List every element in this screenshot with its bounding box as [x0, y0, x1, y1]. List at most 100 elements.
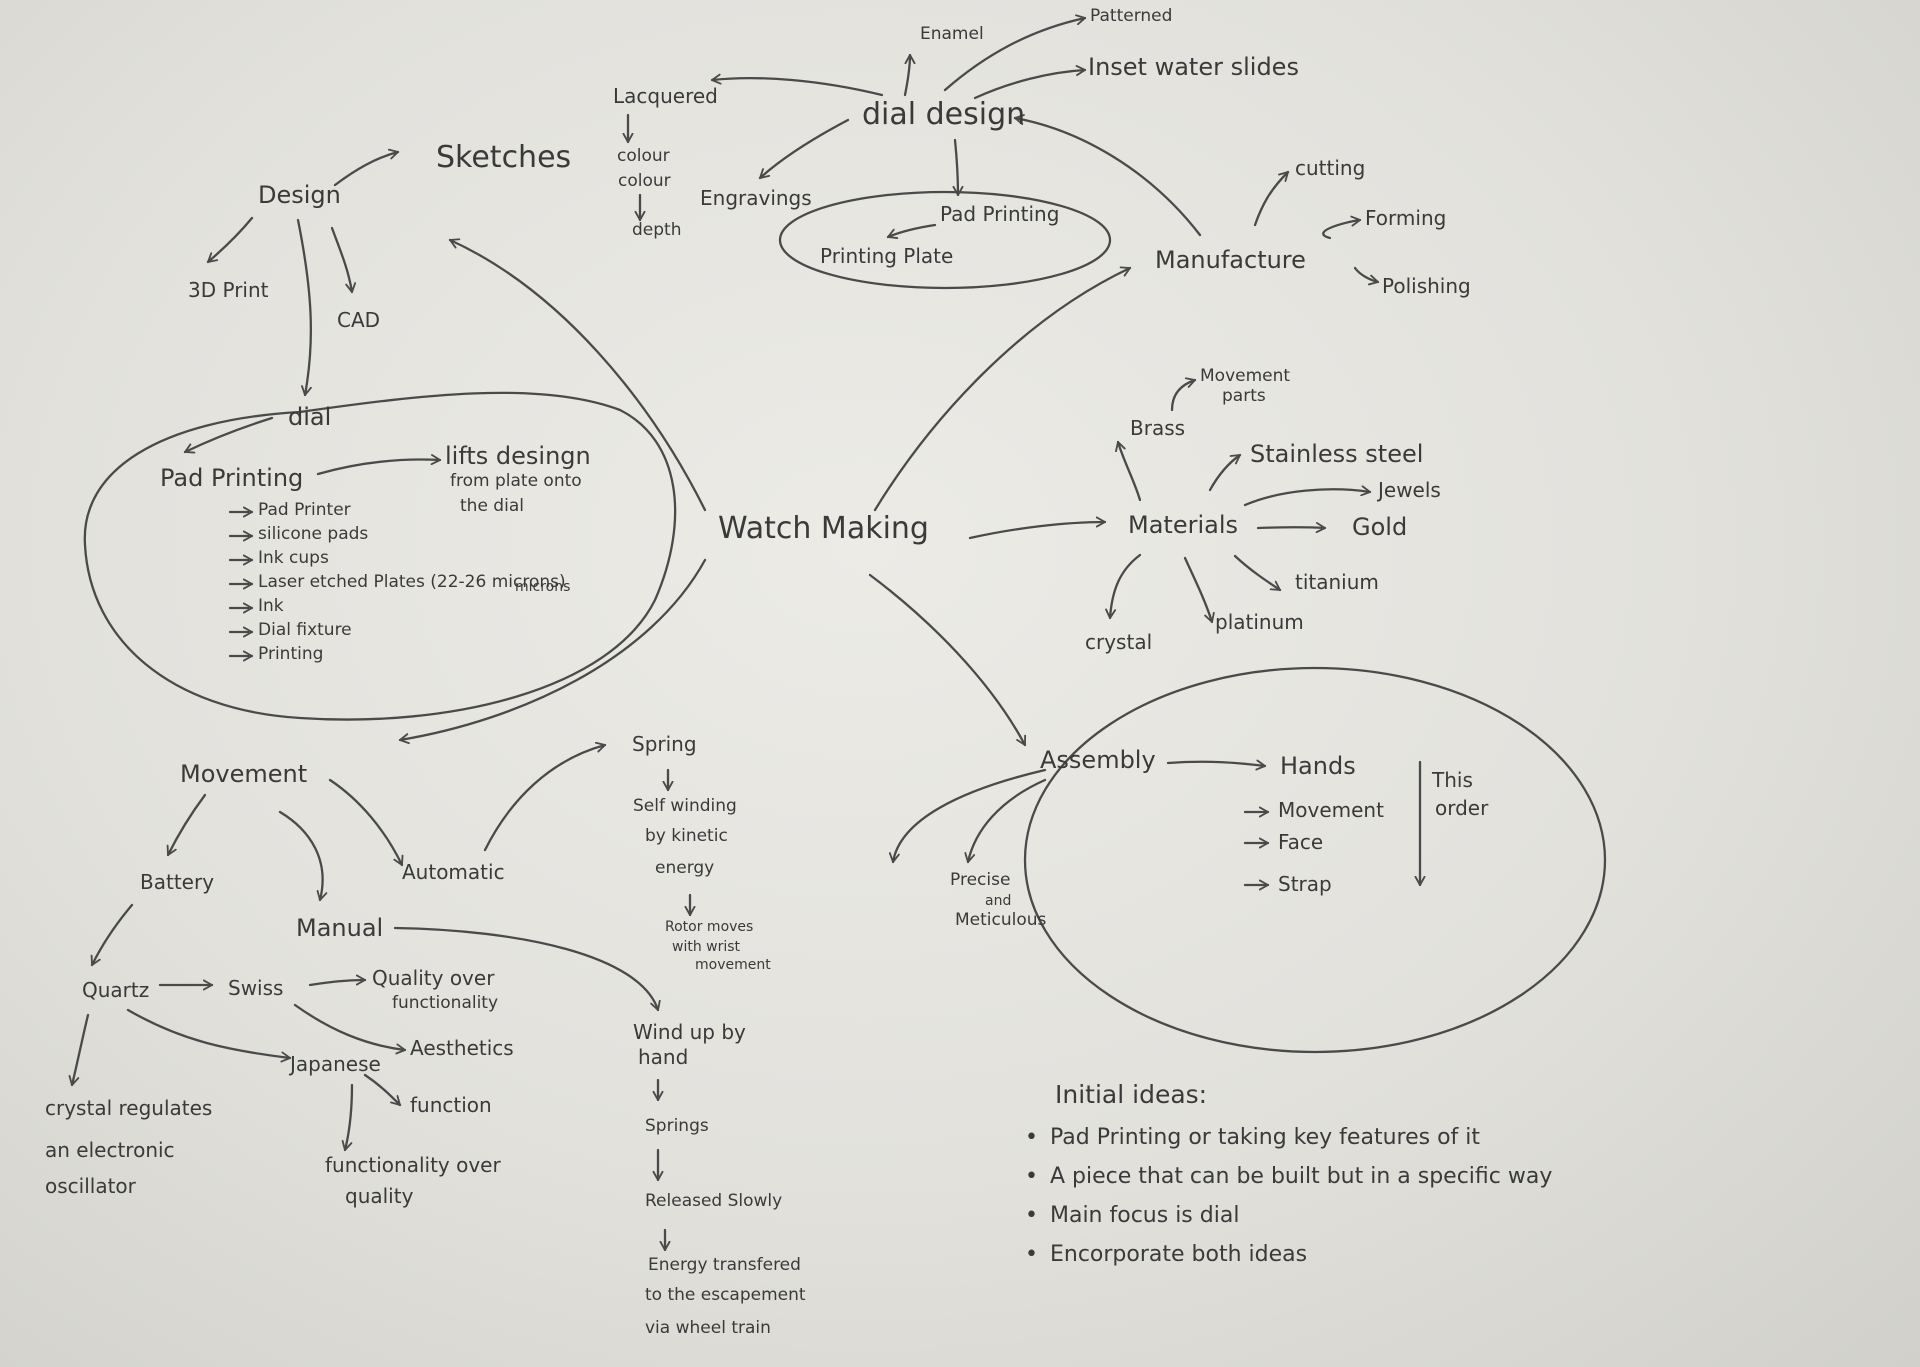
node-asm-movement: Movement	[1278, 798, 1384, 822]
node-dial-design: dial design	[862, 97, 1026, 132]
node-cad: CAD	[337, 308, 381, 332]
node-sketches: Sketches	[436, 140, 572, 175]
arrow-japanese-function	[363, 1073, 402, 1107]
assembly-loop	[1023, 666, 1607, 1054]
node-lifts-design: lifts desingn	[445, 442, 591, 470]
arrow-manual-windup	[393, 926, 661, 1012]
node-enamel: Enamel	[920, 24, 984, 44]
arrow-dialdesign-enamel	[903, 53, 916, 97]
node-rotor: Rotor moves	[665, 919, 754, 935]
node-brass: Brass	[1130, 416, 1186, 440]
arrow-design-sketches	[333, 148, 400, 187]
node-precise-line3: Meticulous	[955, 910, 1047, 930]
arrow-materials-crystal	[1105, 553, 1142, 620]
arrow-dialdesign-padprinting	[952, 138, 964, 197]
arrow-dialdesign-lacquered	[710, 73, 884, 97]
node-hands: Hands	[1280, 752, 1356, 780]
arrow-swiss-aesthetics	[293, 1003, 407, 1055]
arrow-quartz-japanese	[126, 1008, 292, 1063]
arrow-manufacture-dialdesign	[1013, 114, 1202, 237]
arrow-watchmaking-design	[448, 238, 707, 512]
initial-ideas: Initial ideas: Pad Printing or taking ke…	[1025, 1080, 1552, 1281]
dial-loop	[83, 391, 677, 721]
arrow-watchmaking-assembly	[868, 573, 1027, 747]
node-lacquered: Lacquered	[613, 84, 718, 108]
node-watch-making: Watch Making	[718, 511, 929, 546]
arrow-assembly-precise	[964, 778, 1047, 864]
arrow-materials-gold	[1256, 522, 1327, 534]
idea-item: Pad Printing or taking key features of i…	[1025, 1125, 1552, 1150]
node-dial: dial	[288, 403, 332, 431]
arrow-quartz-crystal	[68, 1013, 90, 1087]
node-released-slowly: Released Slowly	[645, 1191, 783, 1211]
arrow-swiss-quality	[308, 974, 367, 987]
arrow-battery-quartz	[90, 903, 134, 967]
node-self-winding: Self winding	[633, 796, 737, 816]
node-pad-printing: Pad Printing	[160, 464, 304, 492]
node-this-order-line2: order	[1435, 796, 1489, 820]
pad-list-item: Dial fixture	[258, 620, 352, 640]
node-battery: Battery	[140, 870, 215, 894]
node-energy-line2: to the escapement	[645, 1285, 806, 1305]
node-rotor-line3: movement	[695, 957, 771, 973]
node-functionality: functionality over	[325, 1153, 501, 1177]
node-asm-strap: Strap	[1278, 872, 1332, 896]
node-precise-line2: and	[985, 893, 1012, 909]
node-platinum: platinum	[1215, 610, 1304, 634]
pad-list-item: Pad Printer	[258, 500, 351, 520]
node-depth: depth	[632, 220, 682, 240]
node-inset-water-slides: Inset water slides	[1088, 53, 1299, 81]
arrow-watchmaking-movement	[398, 558, 707, 745]
pad-list-item: silicone pads	[258, 524, 369, 544]
node-function: function	[410, 1093, 492, 1117]
node-spring: Spring	[632, 732, 697, 756]
node-energy-line3: via wheel train	[645, 1318, 771, 1338]
node-lifts-design-line3: the dial	[460, 496, 524, 516]
arrow-padprinting-plate	[886, 223, 937, 239]
idea-item: Main focus is dial	[1025, 1203, 1552, 1228]
node-movement: Movement	[180, 760, 308, 788]
arrow-materials-brass	[1115, 440, 1142, 502]
node-aesthetics: Aesthetics	[410, 1036, 514, 1060]
arrow-assembly-left	[888, 768, 1047, 864]
node-springs: Springs	[645, 1116, 709, 1136]
node-titanium: titanium	[1295, 570, 1379, 594]
arrow-padprinting-lifts	[316, 454, 442, 476]
node-polishing: Polishing	[1382, 274, 1471, 298]
pad-list-item: Printing	[258, 644, 324, 664]
node-design: Design	[258, 181, 341, 209]
node-crystal-regulates-line2: an electronic	[45, 1138, 175, 1162]
arrow-assembly-hands	[1166, 759, 1267, 771]
node-lacquered-strike: colour	[617, 146, 670, 166]
node-wind-up: Wind up by	[633, 1020, 746, 1044]
idea-item: Encorporate both ideas	[1025, 1242, 1552, 1267]
pad-list-item: Ink	[258, 596, 284, 616]
node-crystal-regulates-line3: oscillator	[45, 1174, 136, 1198]
node-self-winding-line2: by kinetic	[645, 826, 728, 846]
arrow-movement-automatic	[328, 778, 404, 867]
arrow-watchmaking-materials	[968, 516, 1107, 540]
arrow-design-3dprint	[206, 216, 254, 264]
node-engravings: Engravings	[700, 186, 812, 210]
node-wind-up-line2: hand	[638, 1045, 689, 1069]
node-crystal: crystal	[1085, 630, 1153, 654]
node-self-winding-line3: energy	[655, 858, 715, 878]
arrow-design-dial	[296, 218, 313, 397]
node-swiss: Swiss	[228, 976, 284, 1000]
arrow-movement-manual	[278, 810, 328, 902]
node-patterned: Patterned	[1090, 6, 1173, 26]
arrow-design-cad	[330, 226, 357, 294]
arrow-materials-platinum	[1183, 556, 1215, 624]
node-forming: Forming	[1365, 206, 1447, 230]
arrow-manufacture-forming	[1322, 215, 1362, 240]
arrow-watchmaking-manufacture	[873, 266, 1132, 512]
node-quality-line2: functionality	[392, 993, 499, 1013]
node-asm-face: Face	[1278, 830, 1324, 854]
arrow-dialdesign-engravings	[758, 118, 850, 180]
node-3d-print: 3D Print	[188, 278, 269, 302]
arrow-dial-padprinting	[183, 416, 274, 454]
arrow-materials-jewels	[1243, 485, 1372, 507]
pad-list-note: microns	[515, 579, 571, 595]
